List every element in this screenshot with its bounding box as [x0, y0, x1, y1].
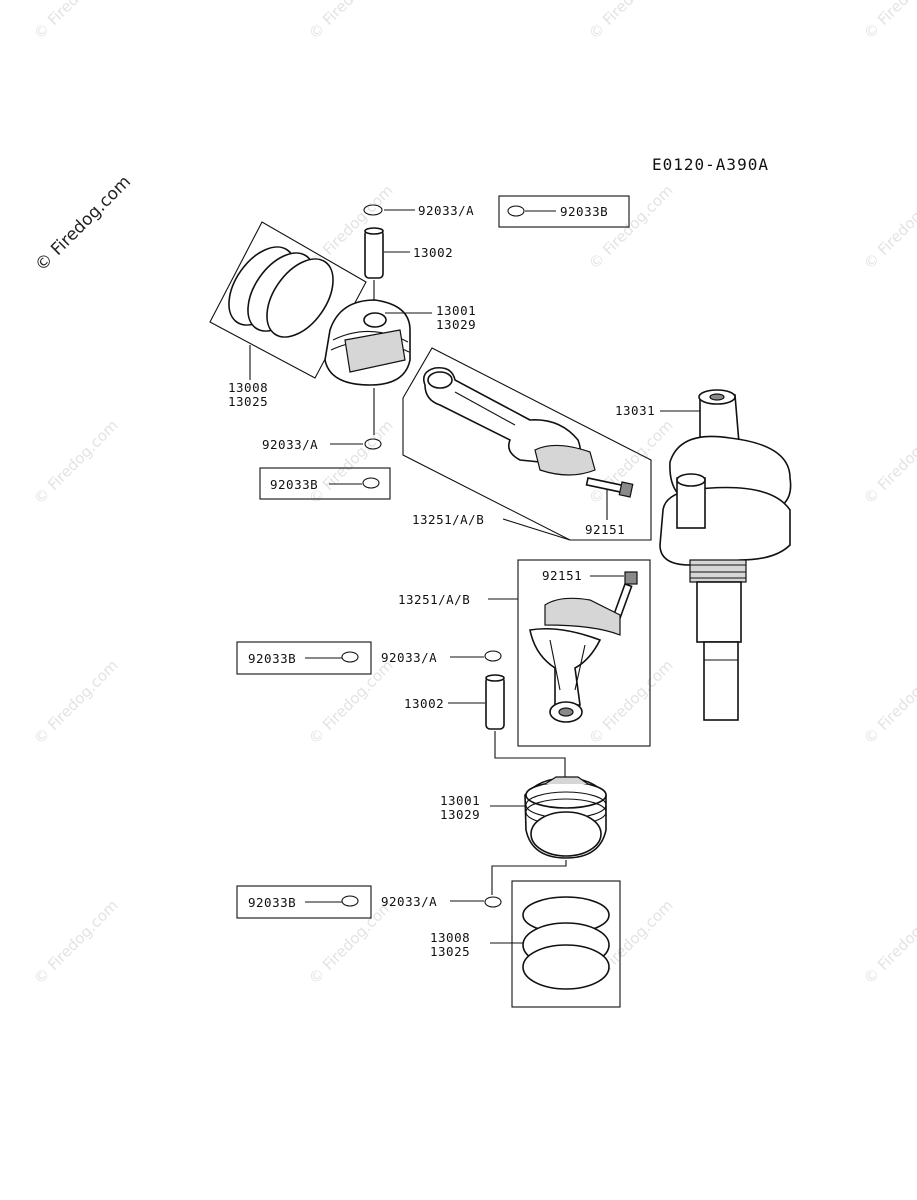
- circlip-b-icon: [341, 651, 359, 663]
- diagram-code: E0120-A390A: [652, 155, 769, 174]
- connecting-rod-top[interactable]: [422, 366, 596, 476]
- callout-92033-a-mid[interactable]: 92033/A: [262, 437, 318, 452]
- callout-92033b-low[interactable]: 92033B: [248, 651, 296, 666]
- watermark: © Firedog.com: [30, 0, 122, 43]
- watermark-main: © Firedog.com: [31, 172, 135, 276]
- circlip-b-icon: [341, 895, 359, 907]
- callout-13025-bottom[interactable]: 13025: [430, 944, 470, 959]
- watermark: © Firedog.com: [305, 416, 397, 508]
- callout-92033b-bottom[interactable]: 92033B: [248, 895, 296, 910]
- callout-13008-bottom[interactable]: 13008: [430, 930, 470, 945]
- callout-13251-bottom[interactable]: 13251/A/B: [398, 592, 470, 607]
- circlip-b-icon: [362, 477, 380, 489]
- callout-13001-bottom[interactable]: 13001: [440, 793, 480, 808]
- piston-top[interactable]: [324, 299, 411, 386]
- watermark: © Firedog.com: [305, 0, 397, 43]
- callout-box: [236, 641, 372, 675]
- callout-13025[interactable]: 13025: [228, 394, 268, 409]
- piston-pin-bottom[interactable]: [485, 674, 505, 730]
- circlip-b-icon: [507, 205, 525, 217]
- rings-box-bottom: [511, 880, 621, 1008]
- circlip-top[interactable]: [363, 204, 383, 216]
- watermark: © Firedog.com: [860, 181, 917, 273]
- watermark: © Firedog.com: [585, 0, 677, 43]
- watermark: © Firedog.com: [30, 656, 122, 748]
- callout-13029-bottom[interactable]: 13029: [440, 807, 480, 822]
- callout-13001[interactable]: 13001: [436, 303, 476, 318]
- callout-13251-top[interactable]: 13251/A/B: [412, 512, 484, 527]
- callout-box: [236, 885, 372, 919]
- circlip-mid[interactable]: [364, 438, 382, 450]
- rod-box-bottom: [517, 559, 651, 747]
- circlip-low[interactable]: [484, 650, 502, 662]
- callout-92151-bottom[interactable]: 92151: [542, 568, 582, 583]
- watermark: © Firedog.com: [305, 656, 397, 748]
- piston-rings-top[interactable]: [215, 235, 346, 349]
- connecting-rod-bottom[interactable]: [529, 597, 621, 723]
- callout-box: [259, 467, 391, 500]
- callout-13002[interactable]: 13002: [413, 245, 453, 260]
- rings-box-top: [209, 221, 367, 379]
- rod-box-top: [402, 347, 652, 541]
- watermark: © Firedog.com: [585, 656, 677, 748]
- callout-13029[interactable]: 13029: [436, 317, 476, 332]
- piston-pin-top[interactable]: [364, 227, 384, 279]
- watermark: © Firedog.com: [860, 416, 917, 508]
- callout-92151-top[interactable]: 92151: [585, 522, 625, 537]
- watermark: © Firedog.com: [30, 896, 122, 988]
- piston-bottom[interactable]: [524, 776, 607, 859]
- watermark: © Firedog.com: [30, 416, 122, 508]
- crankshaft[interactable]: [659, 389, 792, 721]
- callout-92033-a[interactable]: 92033/A: [418, 203, 474, 218]
- callout-92033b[interactable]: 92033B: [560, 204, 608, 219]
- piston-rings-bottom[interactable]: [522, 896, 610, 990]
- callout-92033-a-low[interactable]: 92033/A: [381, 650, 437, 665]
- watermark: © Firedog.com: [860, 896, 917, 988]
- callout-92033b-mid[interactable]: 92033B: [270, 477, 318, 492]
- callout-13002-bottom[interactable]: 13002: [404, 696, 444, 711]
- callout-13031[interactable]: 13031: [615, 403, 655, 418]
- callout-box: [498, 195, 630, 228]
- watermark: © Firedog.com: [860, 0, 917, 43]
- callout-92033-a-bottom[interactable]: 92033/A: [381, 894, 437, 909]
- callout-13008[interactable]: 13008: [228, 380, 268, 395]
- circlip-bottom[interactable]: [484, 896, 502, 908]
- watermark: © Firedog.com: [305, 896, 397, 988]
- watermark: © Firedog.com: [860, 656, 917, 748]
- rod-bolt-top[interactable]: [585, 477, 634, 498]
